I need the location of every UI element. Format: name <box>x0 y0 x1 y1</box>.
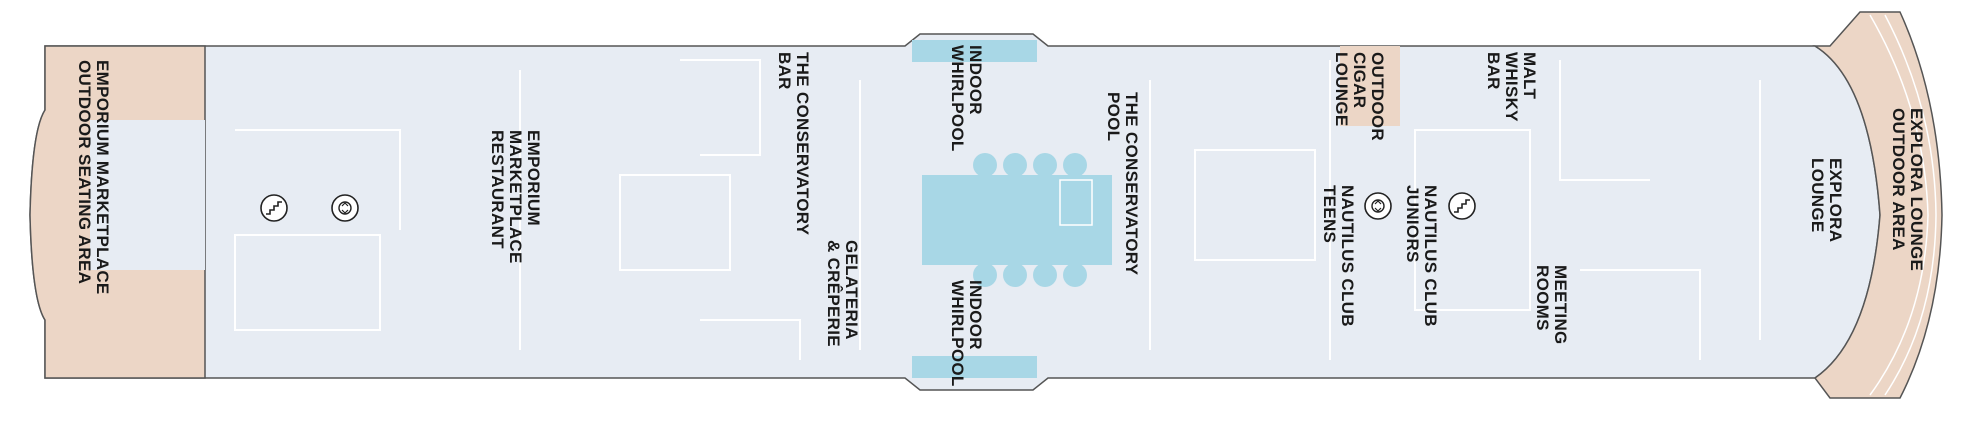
svg-text:EMPORIUM: EMPORIUM <box>524 130 543 226</box>
svg-text:MARKETPLACE: MARKETPLACE <box>506 130 525 264</box>
svg-text:RESTAURANT: RESTAURANT <box>488 130 507 249</box>
label-conservatory-bar: THE CONSERVATORY BAR <box>775 52 812 236</box>
svg-text:OUTDOOR SEATING AREA: OUTDOOR SEATING AREA <box>75 60 94 284</box>
svg-text:INDOOR: INDOOR <box>966 45 985 115</box>
svg-text:NAUTILUS CLUB: NAUTILUS CLUB <box>1421 185 1440 327</box>
label-outdoor-cigar: OUTDOOR CIGAR LOUNGE <box>1332 52 1387 141</box>
svg-text:THE CONSERVATORY: THE CONSERVATORY <box>793 52 812 236</box>
svg-text:LOUNGE: LOUNGE <box>1808 158 1827 233</box>
aft-interior-block <box>90 120 205 270</box>
svg-text:GELATERIA: GELATERIA <box>842 240 861 340</box>
svg-text:OUTDOOR: OUTDOOR <box>1368 52 1387 141</box>
svg-text:MEETING: MEETING <box>1551 265 1570 345</box>
stairs-icon <box>1448 192 1476 220</box>
svg-text:CIGAR: CIGAR <box>1350 52 1369 108</box>
whirlpool-bottom-bumps <box>973 263 1087 287</box>
label-conservatory-pool: THE CONSERVATORY POOL <box>1104 92 1141 276</box>
label-emporium-outdoor: EMPORIUM MARKETPLACE OUTDOOR SEATING ARE… <box>75 60 112 295</box>
label-gelateria: GELATERIA & CRÊPERIE <box>824 240 861 347</box>
elevator-icon <box>1364 192 1392 220</box>
svg-text:EMPORIUM MARKETPLACE: EMPORIUM MARKETPLACE <box>93 60 112 295</box>
svg-text:POOL: POOL <box>1104 92 1123 141</box>
svg-text:WHISKY: WHISKY <box>1502 52 1521 122</box>
label-explora-lounge: EXPLORA LOUNGE <box>1808 158 1845 242</box>
svg-text:THE CONSERVATORY: THE CONSERVATORY <box>1122 92 1141 276</box>
pool <box>922 175 1112 265</box>
svg-text:LOUNGE: LOUNGE <box>1332 52 1351 127</box>
svg-text:EXPLORA: EXPLORA <box>1826 158 1845 242</box>
svg-text:TEENS: TEENS <box>1320 185 1339 243</box>
svg-text:WHIRLPOOL: WHIRLPOOL <box>948 45 967 152</box>
svg-text:MALT: MALT <box>1520 52 1539 99</box>
stairs-icon <box>260 194 288 222</box>
svg-text:OUTDOOR AREA: OUTDOOR AREA <box>1889 108 1908 251</box>
svg-text:BAR: BAR <box>1484 52 1503 90</box>
room-outlines <box>234 59 1761 360</box>
label-emporium-restaurant: EMPORIUM MARKETPLACE RESTAURANT <box>488 130 543 264</box>
elevator-icon <box>331 194 359 222</box>
label-nautilus-teens: NAUTILUS CLUB TEENS <box>1320 185 1357 327</box>
label-explora-outdoor: EXPLORA LOUNGE OUTDOOR AREA <box>1889 108 1926 271</box>
pool-edge <box>1059 179 1093 226</box>
label-whirlpool-top: INDOOR WHIRLPOOL <box>948 45 985 152</box>
label-meeting-rooms: MEETING ROOMS <box>1533 265 1570 345</box>
cigar-lounge-area <box>1340 46 1400 126</box>
whirlpool-top-bumps <box>973 153 1087 177</box>
label-malt-whisky: MALT WHISKY BAR <box>1484 52 1539 122</box>
svg-text:BAR: BAR <box>775 52 794 90</box>
label-whirlpool-bottom: INDOOR WHIRLPOOL <box>948 280 985 387</box>
svg-text:& CRÊPERIE: & CRÊPERIE <box>824 240 843 347</box>
label-nautilus-juniors: NAUTILUS CLUB JUNIORS <box>1403 185 1440 327</box>
svg-text:ROOMS: ROOMS <box>1533 265 1552 331</box>
bow-lines <box>1869 14 1929 396</box>
whirlpool-bottom-strip <box>912 356 1037 378</box>
whirlpool-top-strip <box>912 40 1037 62</box>
svg-text:WHIRLPOOL: WHIRLPOOL <box>948 280 967 387</box>
svg-text:JUNIORS: JUNIORS <box>1403 185 1422 263</box>
svg-text:EXPLORA LOUNGE: EXPLORA LOUNGE <box>1907 108 1926 271</box>
bow-lines-2 <box>1884 14 1937 396</box>
svg-text:NAUTILUS CLUB: NAUTILUS CLUB <box>1338 185 1357 327</box>
svg-text:INDOOR: INDOOR <box>966 280 985 350</box>
